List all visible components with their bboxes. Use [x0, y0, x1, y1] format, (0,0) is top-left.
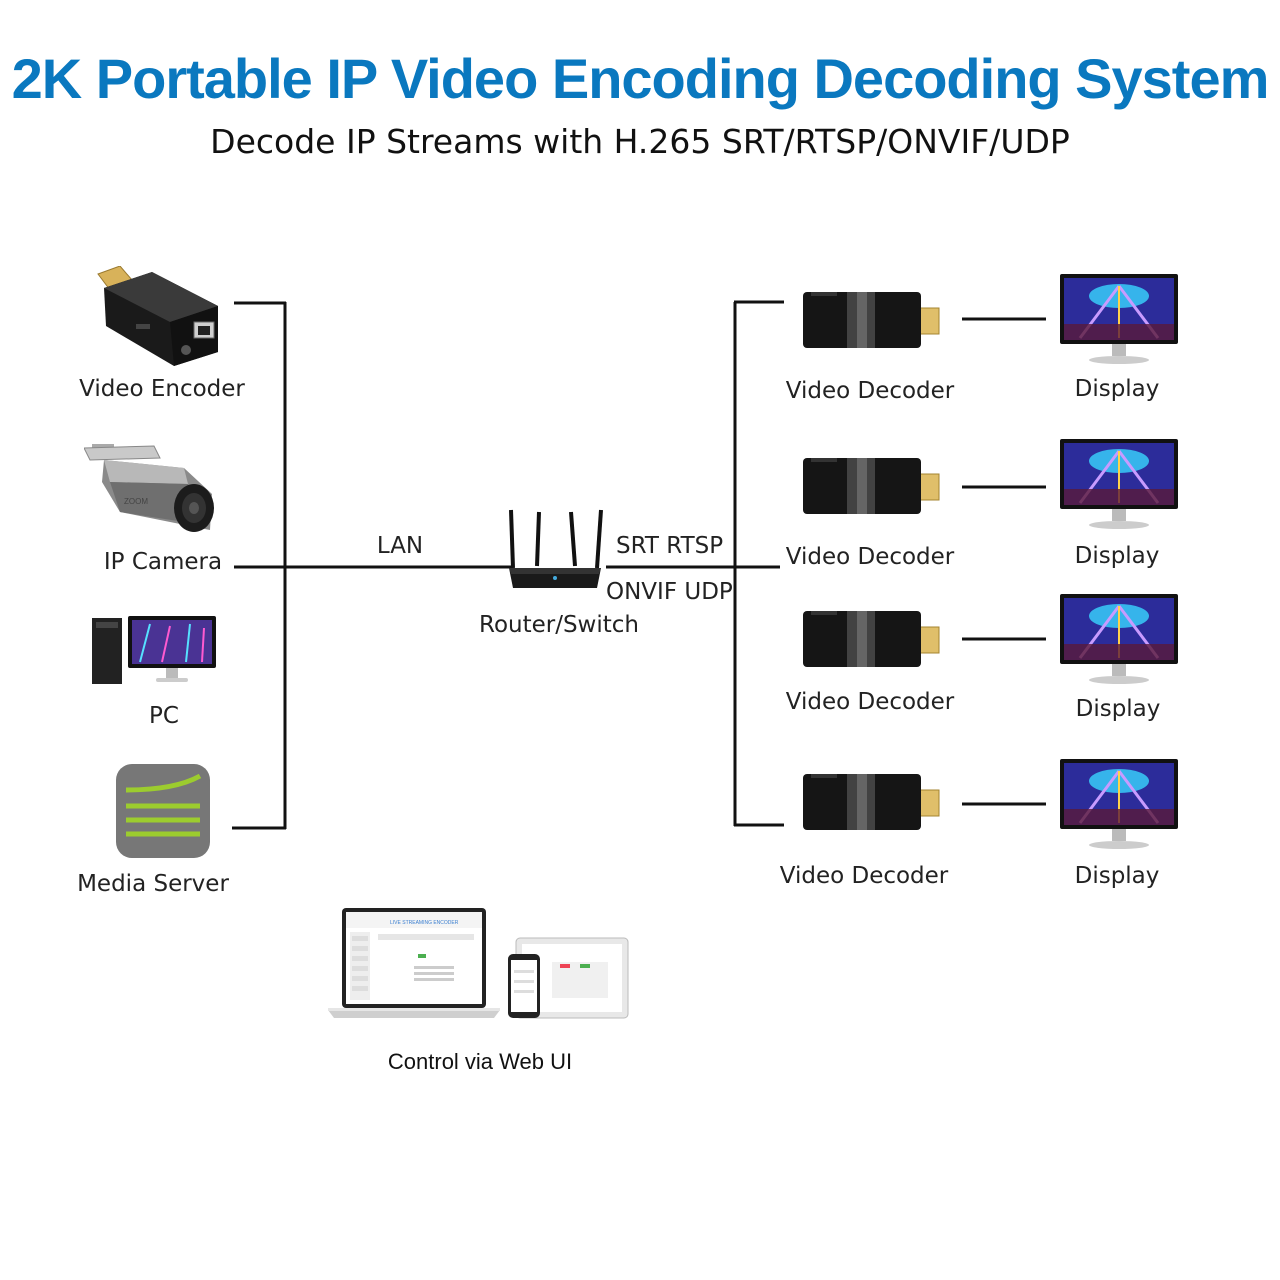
display-label-3: Display: [1075, 696, 1161, 722]
ip-camera-icon: ZOOM: [84, 444, 214, 532]
router-icon: [509, 509, 603, 588]
decoder-icon: [803, 292, 940, 348]
source-label-pc: PC: [149, 703, 179, 729]
decoder-label-2: Video Decoder: [785, 544, 955, 570]
source-label-media-server: Media Server: [77, 871, 229, 897]
pc-icon: [92, 616, 216, 684]
router-label: Router/Switch: [478, 612, 640, 638]
web-ui-screen-title: LIVE STREAMING ENCODER: [390, 920, 459, 926]
decoder-icon: [803, 458, 940, 514]
source-label-encoder: Video Encoder: [79, 376, 245, 402]
page-title: 2K Portable IP Video Encoding Decoding S…: [11, 47, 1270, 110]
display-label-1: Display: [1074, 376, 1160, 402]
web-ui-devices-icon: LIVE STREAMING ENCODER: [328, 908, 629, 1019]
decoder-icon: [803, 774, 940, 830]
decoder-label-1: Video Decoder: [785, 378, 955, 404]
display-icon: [1060, 594, 1178, 684]
source-label-camera: IP Camera: [103, 549, 223, 575]
page-subtitle: Decode IP Streams with H.265 SRT/RTSP/ON…: [210, 122, 1070, 161]
display-label-2: Display: [1074, 543, 1160, 569]
decoder-label-3: Video Decoder: [785, 689, 955, 715]
display-label-4: Display: [1074, 863, 1160, 889]
control-label: Control via Web UI: [387, 1049, 573, 1074]
lan-label: LAN: [376, 533, 424, 559]
svg-text:ZOOM: ZOOM: [124, 497, 148, 506]
encoder-icon: [97, 266, 218, 366]
display-icon: [1060, 439, 1178, 529]
decoder-label-4: Video Decoder: [779, 863, 949, 889]
protocols-line-1: SRT RTSP: [616, 533, 724, 559]
media-server-icon: [116, 764, 210, 858]
protocols-line-2: ONVIF UDP: [606, 579, 733, 605]
display-icon: [1060, 274, 1178, 364]
decoder-icon: [803, 611, 940, 667]
display-icon: [1060, 759, 1178, 849]
